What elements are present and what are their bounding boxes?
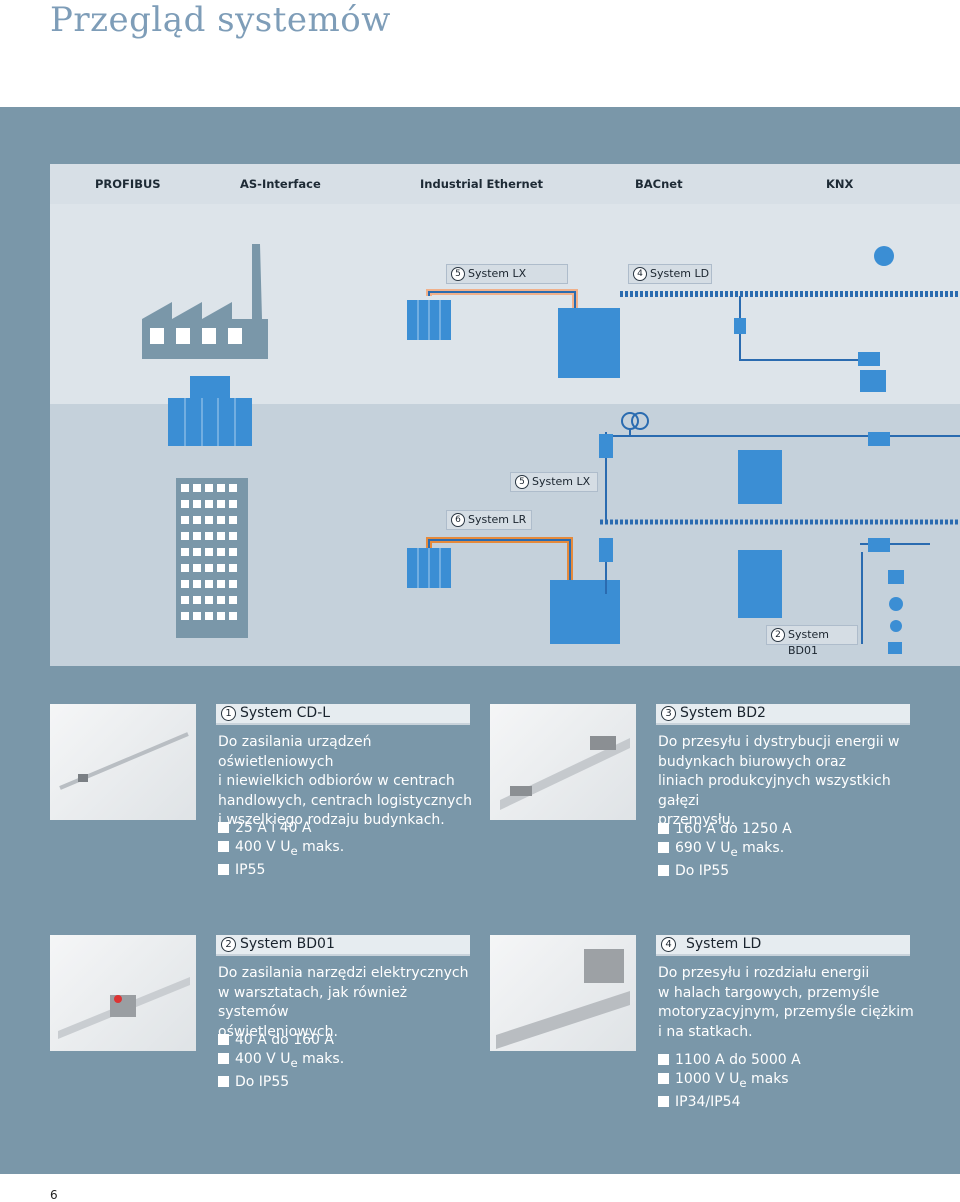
page-number: 6 xyxy=(50,1188,58,1202)
network-tab-bar xyxy=(50,164,960,204)
switchgear-left xyxy=(168,376,252,446)
card-specs-ld: 1100 A do 5000 A 1000 V Ue maks IP34/IP5… xyxy=(658,1051,801,1112)
motor-icon xyxy=(874,246,894,266)
card-specs-bd2: 160 A do 1250 A 690 V Ue maks. Do IP55 xyxy=(658,820,792,881)
card-specs-bd01: 40 A do 160 A 400 V Ue maks. Do IP55 xyxy=(218,1031,344,1092)
office-building-icon xyxy=(176,478,248,638)
factory-icon xyxy=(142,244,268,359)
switchboard-bottom-right xyxy=(738,550,782,618)
switchboard-mid xyxy=(738,450,782,504)
system-overview-diagram xyxy=(50,204,960,666)
tab-as-interface[interactable]: AS-Interface xyxy=(240,177,321,191)
page-title: Przegląd systemów xyxy=(50,0,391,40)
product-image-ld xyxy=(490,935,636,1051)
computer-icon xyxy=(860,370,886,392)
transformer-top xyxy=(407,300,451,340)
tab-bacnet[interactable]: BACnet xyxy=(635,177,683,191)
transformer-bottom xyxy=(407,548,451,588)
tab-knx[interactable]: KNX xyxy=(826,177,854,191)
product-image-bd2 xyxy=(490,704,636,820)
card-specs-cd-l: 25 A i 40 A 400 V Ue maks. IP55 xyxy=(218,819,344,880)
tab-profibus[interactable]: PROFIBUS xyxy=(95,177,161,191)
product-image-cd-l xyxy=(50,704,196,820)
switchboard-bottom xyxy=(550,580,620,644)
product-image-bd01 xyxy=(50,935,196,1051)
tab-industrial-ethernet[interactable]: Industrial Ethernet xyxy=(420,177,544,191)
switchboard-top xyxy=(558,308,620,378)
